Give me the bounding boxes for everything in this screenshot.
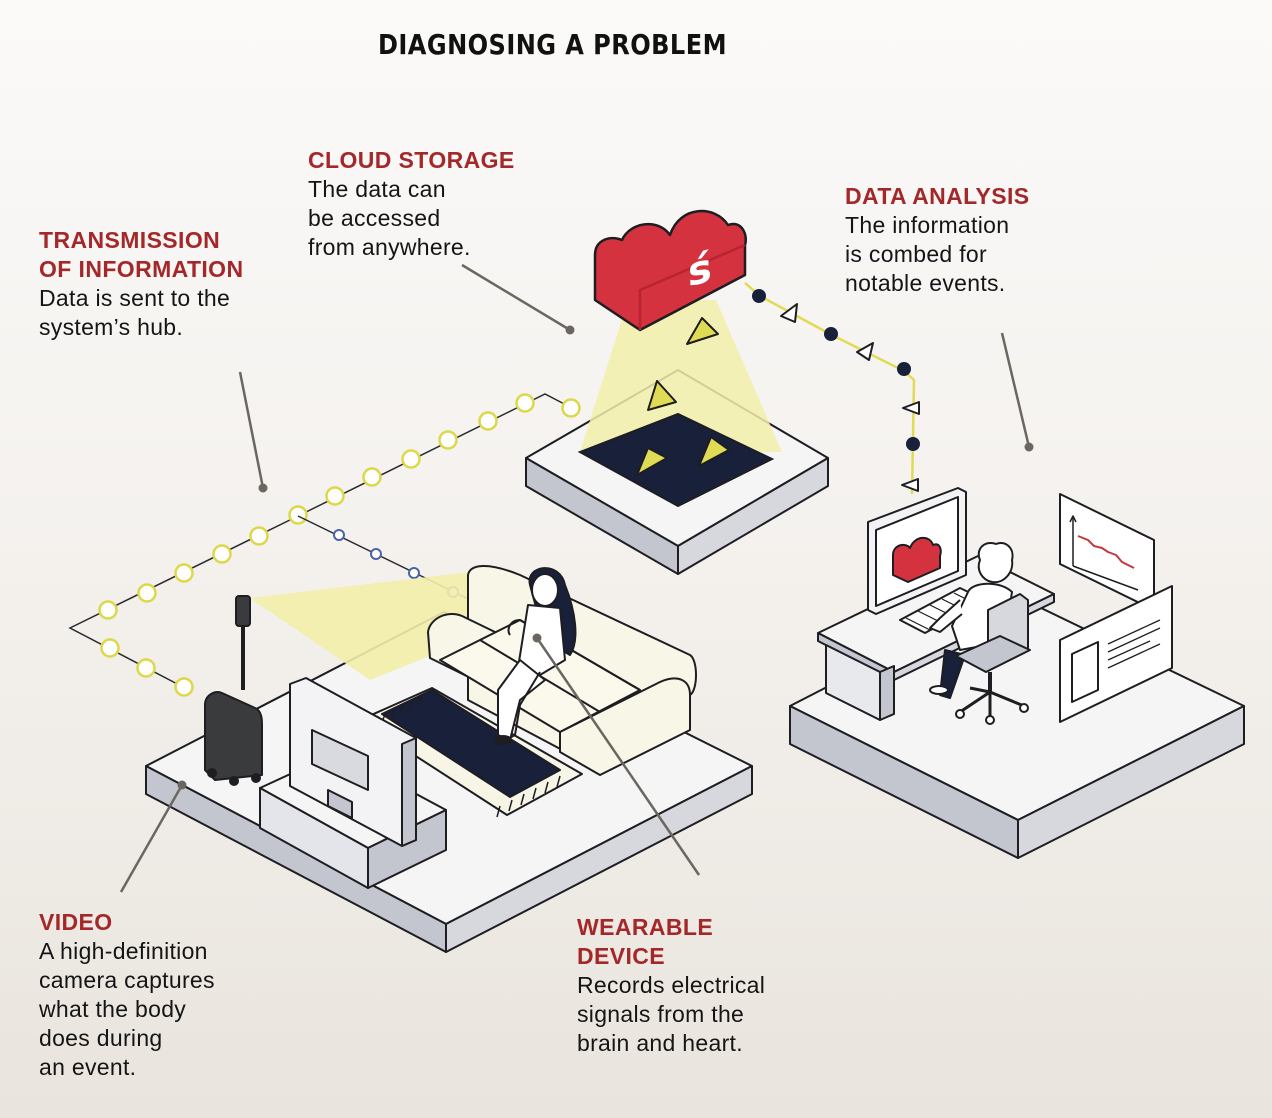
leader-lines: [119, 263, 1034, 893]
callout-heading: TRANSMISSION OF INFORMATION: [39, 227, 244, 282]
man-figure: [929, 542, 1014, 699]
callout-body: Data is sent to the system’s hub.: [39, 285, 231, 340]
callout-video: VIDEO A high-definition camera captures …: [39, 908, 215, 1082]
camera-suitcase: [204, 595, 263, 786]
callout-transmission: TRANSMISSION OF INFORMATION Data is sent…: [39, 226, 243, 342]
callout-wearable-device: WEARABLE DEVICE Records electrical signa…: [577, 913, 765, 1058]
callout-heading: VIDEO: [39, 909, 113, 935]
floating-line-chart: [1059, 493, 1155, 611]
woman-figure: [494, 567, 577, 745]
hub-dark-pad: [577, 412, 775, 508]
callout-data-analysis: DATA ANALYSIS The information is combed …: [845, 182, 1030, 298]
office-chair: [955, 593, 1031, 725]
television: [289, 677, 417, 847]
rug: [359, 687, 583, 818]
floating-document-panel: [1059, 585, 1173, 723]
monitor-cloud-icon: [892, 536, 942, 583]
callout-heading: WEARABLE DEVICE: [577, 914, 714, 969]
computer-monitor: [867, 487, 967, 615]
page-title: DIAGNOSING A PROBLEM: [378, 28, 727, 61]
callout-heading: DATA ANALYSIS: [845, 183, 1030, 209]
callout-body: The information is combed for notable ev…: [845, 212, 1010, 296]
cloud-icon: ś: [593, 209, 747, 332]
callout-heading: CLOUD STORAGE: [308, 147, 515, 173]
callout-cloud-storage: CLOUD STORAGE The data can be accessed f…: [308, 146, 515, 262]
callout-body: A high-definition camera captures what t…: [39, 938, 215, 1080]
cloud-logo: ś: [688, 243, 712, 296]
callout-body: The data can be accessed from anywhere.: [308, 176, 471, 260]
callout-body: Records electrical signals from the brai…: [577, 972, 766, 1056]
analysis-data-link: [744, 282, 920, 495]
data-packets: [636, 317, 730, 476]
cloud-light-beam: [580, 300, 782, 452]
